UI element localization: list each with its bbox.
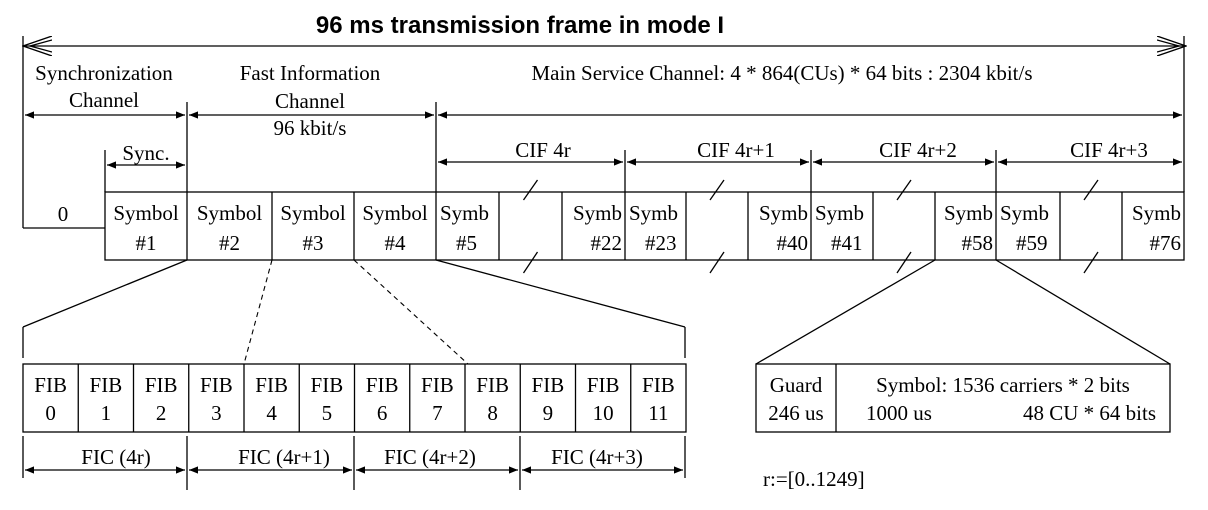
symbol-carriers-label: Symbol: 1536 carriers * 2 bits xyxy=(876,373,1130,397)
cif-label-0: CIF 4r xyxy=(515,138,570,162)
fib-cell-name: FIB xyxy=(421,373,454,397)
fic-label-2: FIC (4r+2) xyxy=(384,445,476,469)
cif-label-3: CIF 4r+3 xyxy=(1070,138,1148,162)
msc-label: Main Service Channel: 4 * 864(CUs) * 64 … xyxy=(531,61,1032,85)
fic-channel-label-line1: Fast Information xyxy=(240,61,381,85)
symbol3-right-dashed xyxy=(353,259,469,365)
symbol-cell-name: Symb xyxy=(944,201,993,225)
fib-cell-name: FIB xyxy=(366,373,399,397)
sync-channel-label-line2: Channel xyxy=(69,88,139,112)
sync-channel-label-line1: Synchronization xyxy=(35,61,173,85)
fib-cell-name: FIB xyxy=(200,373,233,397)
fib-cell-name: FIB xyxy=(587,373,620,397)
symbol-cell-name: Symbol xyxy=(197,201,263,225)
fib-cell-name: FIB xyxy=(476,373,509,397)
symbol-cell-number: #40 xyxy=(777,231,809,255)
fib-cell-name: FIB xyxy=(642,373,675,397)
symbol-cell-name: Symbol xyxy=(280,201,346,225)
ellipsis-slash-top xyxy=(896,179,912,201)
ellipsis-slash-bottom xyxy=(709,251,725,274)
symbol-cell-name: Symb xyxy=(815,201,864,225)
ofdm-expand-left-line xyxy=(755,259,936,365)
fib-cell-number: 2 xyxy=(156,401,167,425)
cif-label-2: CIF 4r+2 xyxy=(879,138,957,162)
symbol-cell-number: #76 xyxy=(1150,231,1182,255)
fib-cell-number: 3 xyxy=(211,401,222,425)
ofdm-symbol-outline xyxy=(755,363,1171,433)
r-range-label: r:=[0..1249] xyxy=(763,467,865,491)
ellipsis-slash-top xyxy=(709,179,725,201)
ellipsis-slash-bottom xyxy=(522,251,539,274)
symbol-cell-name: Symb xyxy=(573,201,622,225)
ellipsis-slash-bottom xyxy=(1083,251,1099,274)
fib-cell-number: 7 xyxy=(432,401,443,425)
symbol-cell-name: Symb xyxy=(629,201,678,225)
symbol-cell-name: Symb xyxy=(1132,201,1181,225)
fib-cell-number: 5 xyxy=(322,401,333,425)
symbol-cell-number: #58 xyxy=(962,231,994,255)
fib-cell-name: FIB xyxy=(90,373,123,397)
fic-channel-label-line2: Channel xyxy=(275,89,345,113)
fib-cell-name: FIB xyxy=(145,373,178,397)
symbol3-left-dashed xyxy=(243,259,273,365)
fib-row: FIB 0 FIB 1 FIB 2 FIB 3 FIB 4 FIB 5 FIB 6 FIB 7 FIB 8 FIB 9… xyxy=(22,363,687,433)
symbol-cell-number: #23 xyxy=(645,231,677,255)
ellipsis-slash-top xyxy=(522,179,539,201)
symbol-cell-number: #41 xyxy=(831,231,863,255)
symbol-cell-number: #22 xyxy=(591,231,623,255)
fib-cell-number: 4 xyxy=(266,401,277,425)
fib-cell-number: 10 xyxy=(593,401,614,425)
fib-cell-number: 9 xyxy=(543,401,554,425)
symbol-row: Symbol #1 Symbol #2 Symbol #3 Symbol #4 Symb #5 Sy… xyxy=(104,179,1185,274)
symbol-cell-name: Symb xyxy=(440,201,489,225)
fic-rate-label: 96 kbit/s xyxy=(274,116,347,140)
ellipsis-slash-top xyxy=(1083,179,1099,201)
symbol-cell-number: #2 xyxy=(219,231,240,255)
fib-cell-name: FIB xyxy=(255,373,288,397)
symbol-cell-number: #5 xyxy=(456,231,477,255)
fib-cell-number: 6 xyxy=(377,401,388,425)
symbol-cell-number: #59 xyxy=(1016,231,1048,255)
ofdm-symbol-box: Guard 246 us Symbol: 1536 carriers * 2 b… xyxy=(755,363,1171,433)
symbol-cell-name: Symbol xyxy=(113,201,179,225)
ellipsis-slash-bottom xyxy=(896,251,912,274)
fic-label-0: FIC (4r) xyxy=(81,445,150,469)
symbol-row-outline xyxy=(104,191,1185,261)
fib-cell-number: 1 xyxy=(101,401,112,425)
symbol-cell-name: Symb xyxy=(1000,201,1049,225)
guard-label: Guard xyxy=(770,373,823,397)
ofdm-expand-right-line xyxy=(995,259,1171,365)
symbol-time-label: 1000 us xyxy=(866,401,932,425)
frame-title: 96 ms transmission frame in mode I xyxy=(316,12,724,39)
fib-cell-number: 8 xyxy=(487,401,498,425)
fib-cell-name: FIB xyxy=(34,373,67,397)
symbol-cell-name: Symb xyxy=(759,201,808,225)
fib-cell-name: FIB xyxy=(532,373,565,397)
zero-level-label: 0 xyxy=(58,202,69,226)
symbol-cell-number: #3 xyxy=(303,231,324,255)
symbol-cell-number: #4 xyxy=(385,231,407,255)
fib-cell-number: 0 xyxy=(45,401,56,425)
sync-short-label: Sync. xyxy=(122,141,169,165)
fic-label-1: FIC (4r+1) xyxy=(238,445,330,469)
fic-expand-right-line xyxy=(435,259,686,328)
symbol-cu-label: 48 CU * 64 bits xyxy=(1023,401,1156,425)
fic-label-3: FIC (4r+3) xyxy=(551,445,643,469)
fib-cell-name: FIB xyxy=(311,373,344,397)
cif-label-1: CIF 4r+1 xyxy=(697,138,775,162)
symbol-cell-number: #1 xyxy=(136,231,157,255)
guard-time-label: 246 us xyxy=(768,401,823,425)
fib-cell-number: 11 xyxy=(648,401,668,425)
symbol-cell-name: Symbol xyxy=(362,201,428,225)
fic-expand-left-line xyxy=(22,259,188,328)
